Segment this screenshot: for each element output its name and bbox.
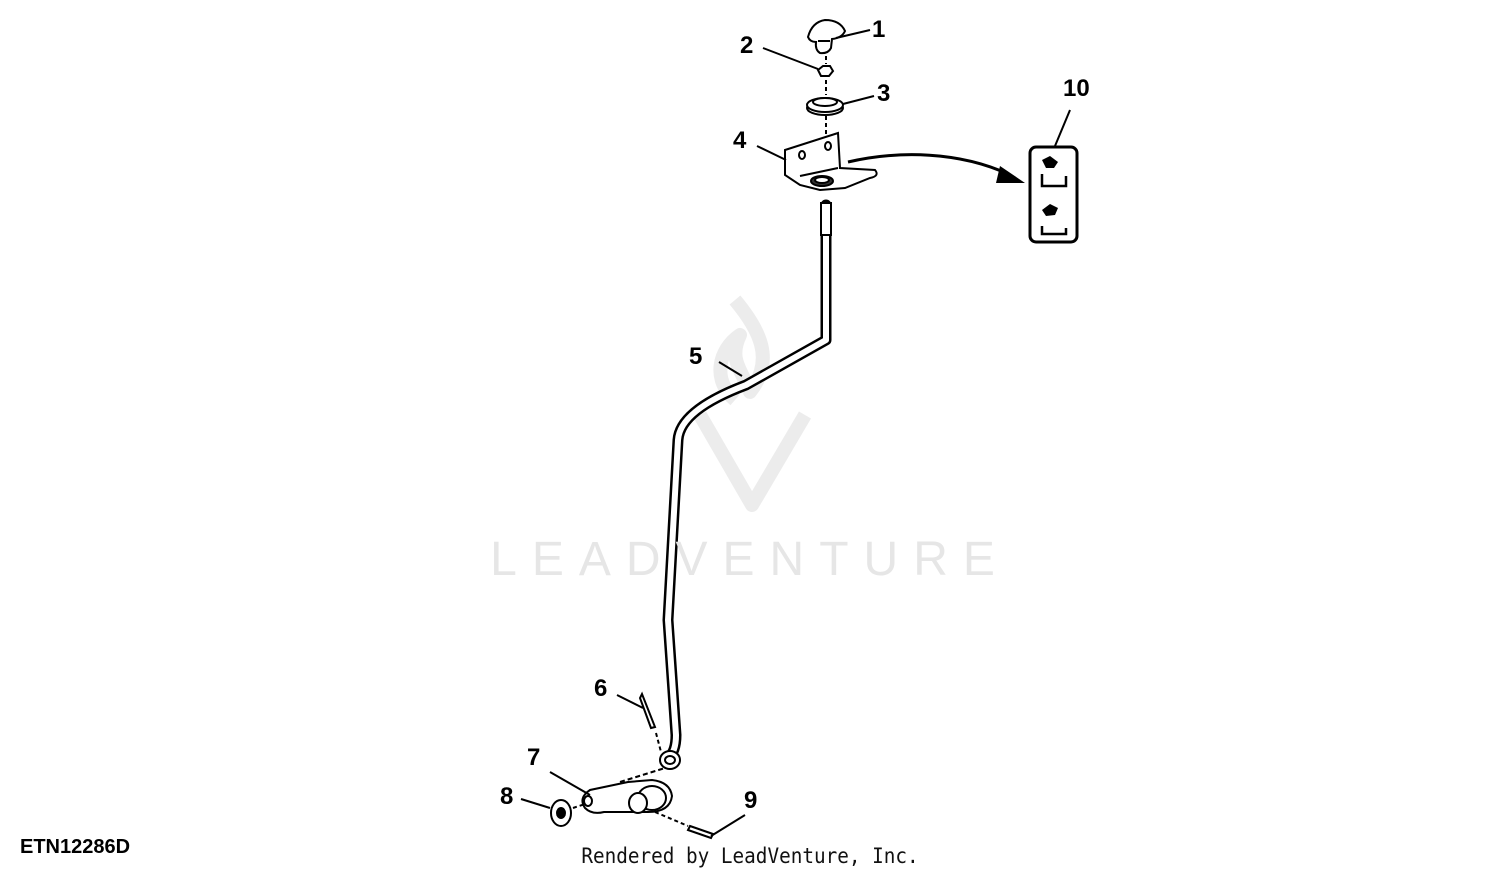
pin-part-9 [654,811,746,840]
callout-4: 4 [733,127,747,154]
reference-arrow [847,153,1025,183]
washer-part-3 [806,80,875,138]
knob-part-1 [806,18,871,55]
figure-id: ETN12286D [20,836,131,858]
rod-part-5 [659,199,832,770]
decal-part-10 [1028,109,1079,244]
callout-10: 10 [1063,75,1090,102]
render-credit: Rendered by LeadVenture, Inc. [581,844,919,868]
bracket-part-4 [756,131,878,192]
arm-part-7 [549,767,674,814]
callout-3: 3 [877,80,891,107]
callout-9: 9 [744,787,758,814]
callout-5: 5 [689,343,703,370]
nut-part-2 [762,47,835,77]
washer-part-8 [520,798,586,827]
callout-6: 6 [594,675,608,702]
watermark-text: LEADVENTURE [490,533,1010,586]
callout-7: 7 [527,744,541,771]
callout-8: 8 [500,783,514,810]
cotter-pin-part-6 [616,691,662,753]
callout-2: 2 [740,32,754,59]
watermark-logo [693,295,812,512]
callout-1: 1 [872,16,886,43]
